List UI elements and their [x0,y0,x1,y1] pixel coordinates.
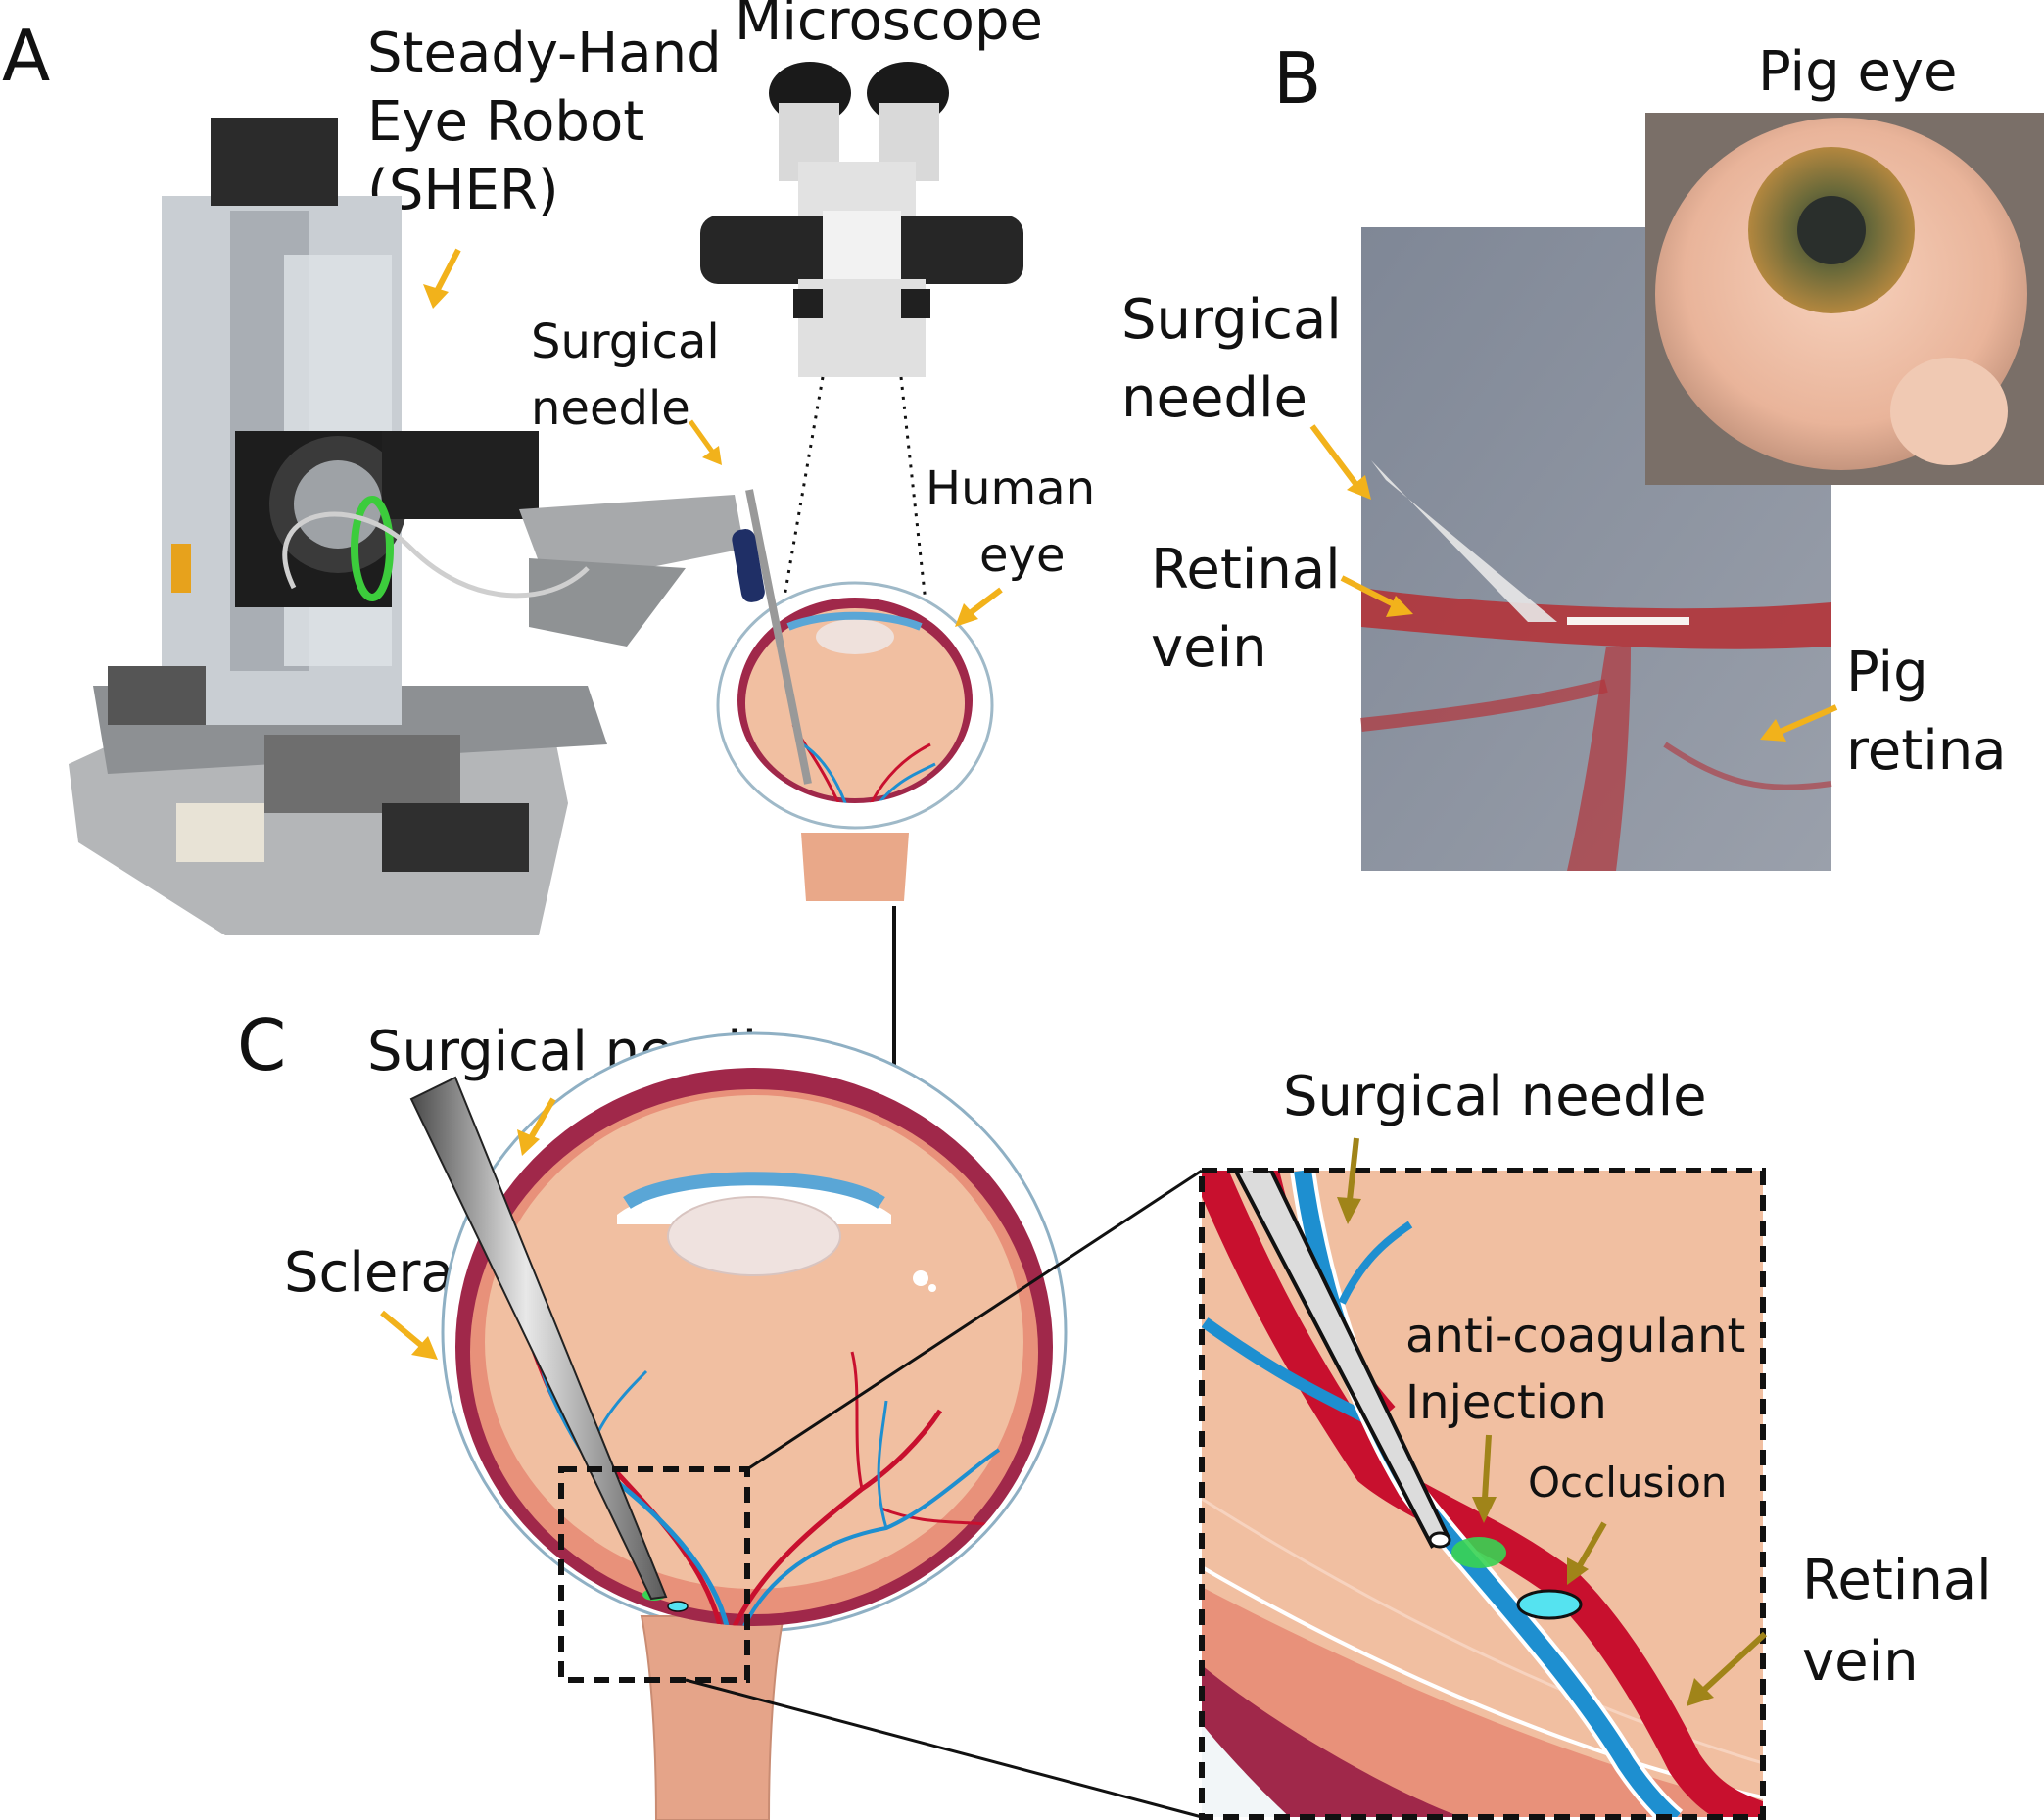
occlusion-arrow-head [1567,1557,1589,1585]
sclera-label: Sclera [284,1241,454,1305]
retina-arrow-b [1776,704,1838,736]
occlusion-arrow [1576,1521,1607,1569]
needle-arrow-a-head [702,446,722,465]
needle-arrow-b-head [1347,475,1371,500]
zoom-vein-arrow [1701,1631,1768,1693]
injection-label-line2: Injection [1405,1375,1607,1430]
microscope-view-line-right [899,376,927,603]
human-eye-label-line1: Human [926,461,1095,516]
sclera-arrow [380,1310,425,1350]
human-eye-label-line2: eye [979,528,1065,583]
needle-label-b-line2: needle [1121,366,1307,430]
needle-arrow-c-head [517,1129,540,1156]
vein-arrow-b-head [1386,596,1413,617]
zoomed-inset-box [1199,1168,1766,1820]
robot-photo [69,118,744,935]
microscope-illustration [700,62,1023,377]
pig-retina-label-line2: retina [1846,719,2007,783]
big-eye-illustration [409,1031,1068,1820]
needle-label-b-line1: Surgical [1121,288,1342,352]
pig-retina-label-line1: Pig [1846,641,1928,704]
robot-arrow-head [423,284,449,309]
vein-arrow-b [1340,575,1398,608]
occlusion-label: Occlusion [1528,1459,1727,1507]
needle-arrow-c [526,1097,556,1143]
vein-label-b-line1: Retinal [1151,538,1341,601]
microscope-view-line-left [782,376,825,603]
injection-arrow-head [1472,1497,1497,1523]
zoom-needle-arrow-head [1337,1197,1361,1224]
robot-label-line2: Eye Robot [367,90,644,154]
pig-eye-inset-photo [1645,113,2044,485]
panel-b-letter: B [1273,37,1321,120]
zoom-needle-label: Surgical needle [1283,1065,1707,1128]
zoom-vein-arrow-head [1687,1678,1714,1706]
zoomed-vein-illustration [1202,1171,1763,1817]
pig-eye-label: Pig eye [1758,40,1958,104]
robot-label-line1: Steady-Hand [367,22,722,85]
retina-arrow-b-head [1760,719,1786,742]
panel-c-letter: C [237,1004,286,1086]
vein-label-b-line2: vein [1151,616,1267,680]
zoom-connector-top [746,1169,1203,1471]
zoom-needle-arrow [1347,1137,1359,1201]
needle-label-a-line2: needle [531,381,690,436]
needle-arrow-b [1309,424,1359,487]
injection-label-line1: anti-coagulant [1405,1309,1745,1364]
panel-a-letter: A [2,15,50,97]
human-eye-arrow-head [955,603,978,627]
small-human-eye [716,489,994,901]
sclera-arrow-head [411,1336,438,1360]
zoom-vein-label-line1: Retinal [1802,1549,1992,1612]
zoom-connector-bottom [685,1678,1203,1819]
zoom-source-box [558,1466,750,1683]
needle-arrow-a [688,419,718,457]
injection-arrow [1482,1434,1492,1500]
zoom-vein-label-line2: vein [1802,1630,1919,1694]
microscope-label: Microscope [735,0,1043,53]
needle-label-a-line1: Surgical [531,314,720,369]
